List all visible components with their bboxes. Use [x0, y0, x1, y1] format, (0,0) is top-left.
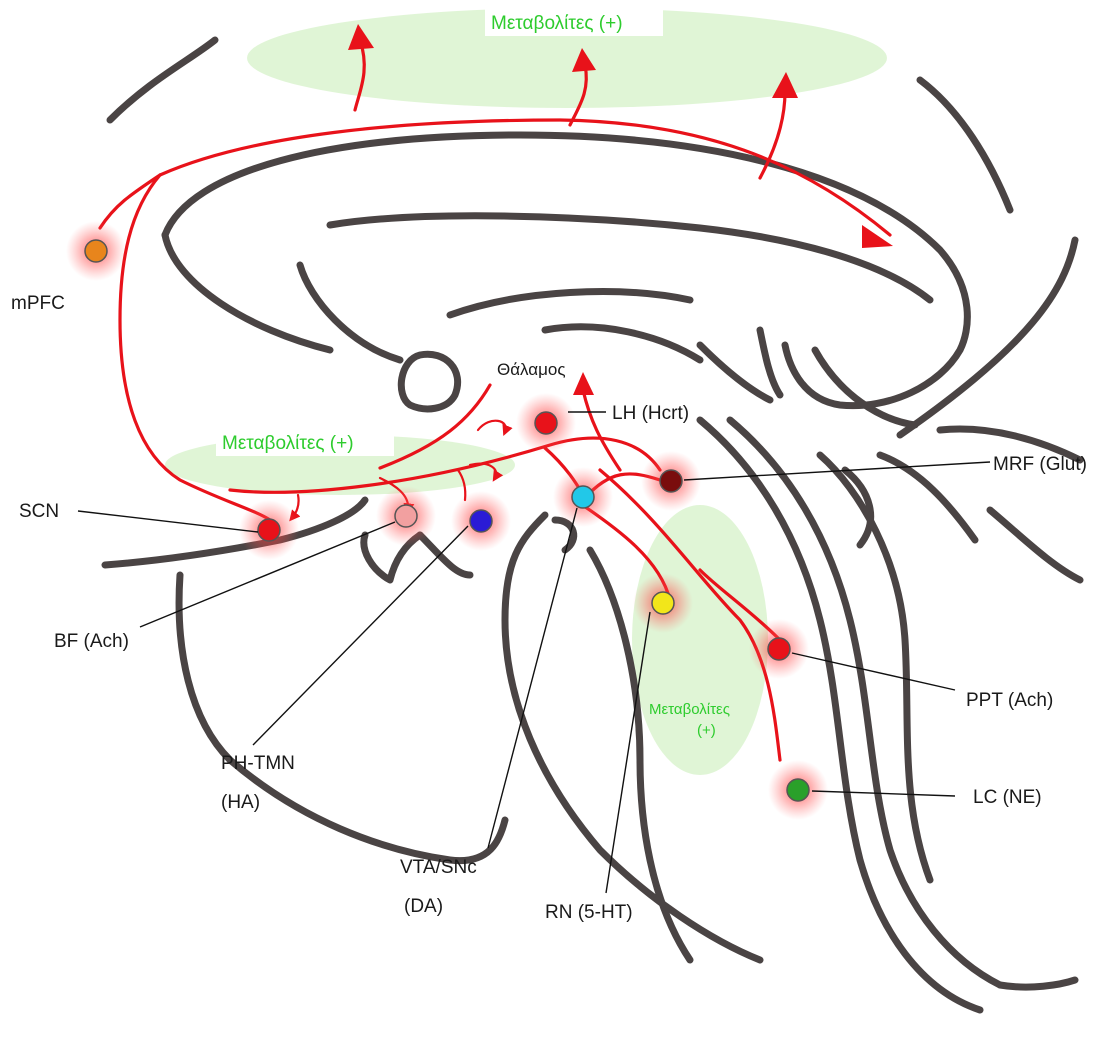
cortical-arrowhead: [862, 225, 893, 248]
nucleus-vta-snc[interactable]: [553, 467, 613, 527]
label-lc: LC (NE): [973, 787, 1042, 808]
label-rn: RN (5-HT): [545, 902, 633, 923]
mrf-lh-link: [583, 390, 620, 470]
metabolite-label-brainstem: Μεταβολίτες: [649, 701, 730, 718]
label-ph-tmn-line2: (HA): [221, 792, 260, 813]
label-vta-snc: VTA/SNc: [400, 857, 477, 878]
nucleus-mpfc[interactable]: [66, 221, 126, 281]
label-ppt: PPT (Ach): [966, 690, 1053, 711]
nucleus-bf[interactable]: [376, 486, 436, 546]
metabolite-label-top: Μεταβολίτες (+): [491, 13, 623, 34]
metabolite-label-brainstem-plus: (+): [697, 722, 716, 739]
nucleus-lc[interactable]: [768, 760, 828, 820]
label-vta-snc-line2: (DA): [404, 896, 443, 917]
nucleus-ppt[interactable]: [749, 619, 809, 679]
label-lh: LH (Hcrt): [612, 403, 689, 424]
leader-ph-tmn: [253, 526, 468, 745]
label-ph-tmn: PH-TMN: [221, 753, 295, 774]
label-mrf: MRF (Glut): [993, 454, 1087, 475]
nucleus-scn[interactable]: [239, 500, 299, 560]
leader-mrf: [684, 462, 990, 480]
nucleus-ph-tmn[interactable]: [451, 491, 511, 551]
nucleus-mrf[interactable]: [641, 451, 701, 511]
label-scn: SCN: [19, 501, 59, 522]
thalamus-label: Θάλαμος: [497, 360, 566, 379]
label-bf: BF (Ach): [54, 631, 129, 652]
nucleus-rn[interactable]: [633, 573, 693, 633]
lh-arrow: [478, 421, 506, 432]
leader-scn: [78, 511, 258, 532]
leader-ppt: [792, 653, 955, 690]
mrf-lh-arrowhead: [573, 372, 594, 395]
nucleus-lh[interactable]: [516, 393, 576, 453]
leader-lc: [812, 791, 955, 796]
label-mpfc: mPFC: [11, 293, 65, 314]
metabolite-label-middle: Μεταβολίτες (+): [222, 433, 354, 454]
